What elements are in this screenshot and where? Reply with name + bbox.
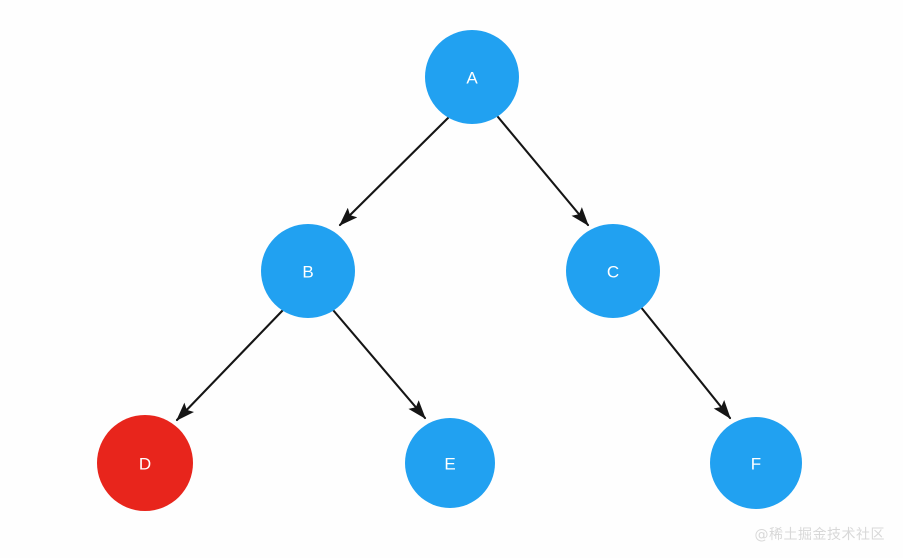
node-a[interactable]: A [425, 30, 519, 124]
node-e-label: E [444, 455, 455, 474]
edge-a-to-c [496, 115, 590, 227]
edges-group [175, 115, 732, 422]
node-d[interactable]: D [97, 415, 193, 511]
node-a-circle[interactable] [425, 30, 519, 124]
node-e-circle[interactable] [405, 418, 495, 508]
node-f-label: F [751, 455, 761, 474]
nodes-group: A B C D E F [97, 30, 802, 511]
node-e[interactable]: E [405, 418, 495, 508]
edge-c-to-f [638, 304, 732, 420]
node-c-label: C [607, 263, 619, 282]
node-b[interactable]: B [261, 224, 355, 318]
node-b-circle[interactable] [261, 224, 355, 318]
edge-b-to-d [175, 308, 285, 422]
node-b-label: B [302, 263, 313, 282]
node-f[interactable]: F [710, 417, 802, 509]
node-a-label: A [466, 69, 478, 88]
node-d-label: D [139, 455, 151, 474]
watermark-text: @稀土掘金技术社区 [754, 527, 885, 543]
node-c-circle[interactable] [566, 224, 660, 318]
node-c[interactable]: C [566, 224, 660, 318]
node-f-circle[interactable] [710, 417, 802, 509]
edge-b-to-e [331, 308, 427, 420]
edge-a-to-b [338, 116, 450, 227]
node-d-circle[interactable] [97, 415, 193, 511]
